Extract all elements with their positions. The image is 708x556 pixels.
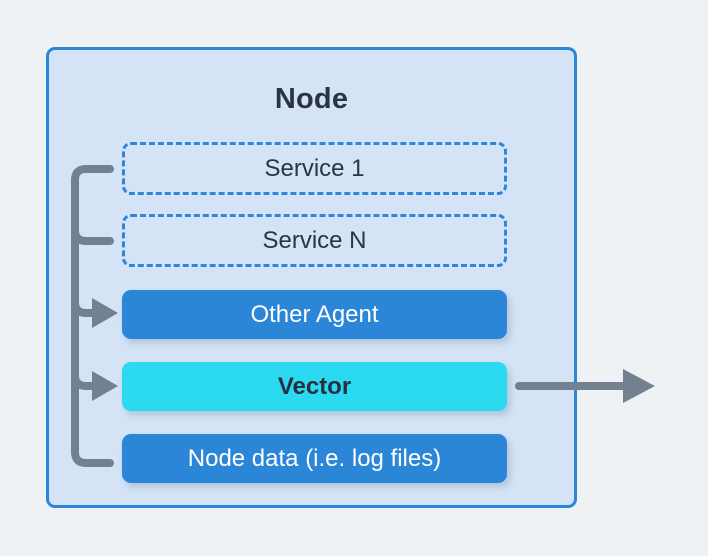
row-other-agent[interactable]: Other Agent bbox=[122, 290, 507, 339]
row-label: Service N bbox=[262, 226, 367, 254]
row-label: Other Agent bbox=[250, 300, 379, 328]
row-node-data[interactable]: Node data (i.e. log files) bbox=[122, 434, 507, 483]
row-label: Vector bbox=[277, 372, 352, 400]
node-title: Node bbox=[274, 83, 349, 115]
row-service-1[interactable]: Service 1 bbox=[122, 142, 507, 195]
node-container: Node bbox=[46, 47, 577, 508]
row-service-n[interactable]: Service N bbox=[122, 214, 507, 267]
arrowhead-output bbox=[623, 369, 655, 403]
row-label: Service 1 bbox=[264, 154, 365, 182]
row-vector[interactable]: Vector bbox=[122, 362, 507, 411]
row-label: Node data (i.e. log files) bbox=[187, 444, 442, 472]
